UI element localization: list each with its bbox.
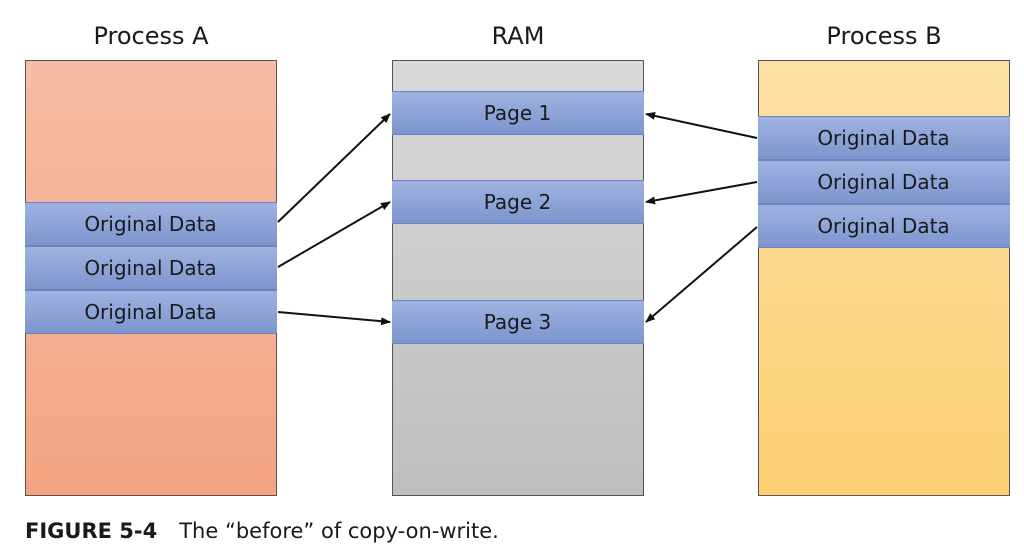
figure-caption-text: The “before” of copy-on-write. (179, 519, 499, 543)
process-a-data-block: Original Data (24, 202, 277, 246)
process-a-header: Process A (93, 22, 209, 50)
process-b-data-block: Original Data (757, 160, 1010, 204)
process-b-data-block: Original Data (757, 116, 1010, 160)
ram-header: RAM (491, 22, 545, 50)
ram-page-block: Page 3 (391, 300, 644, 344)
arrow-a3-to-page3 (277, 311, 391, 326)
ram-page-block: Page 2 (391, 180, 644, 224)
process-b-data-block: Original Data (757, 204, 1010, 248)
process-a-data-block: Original Data (24, 290, 277, 334)
ram-page-block: Page 1 (391, 91, 644, 135)
arrow-a2-to-page2 (277, 201, 391, 268)
process-a-column: Original Data Original Data Original Dat… (24, 60, 277, 496)
process-b-header: Process B (826, 22, 942, 50)
process-b-column: Original Data Original Data Original Dat… (757, 60, 1010, 496)
figure-caption: FIGURE 5-4 The “before” of copy-on-write. (25, 516, 499, 546)
process-a-data-block: Original Data (24, 246, 277, 290)
arrow-b2-to-page2 (645, 181, 758, 205)
arrow-b1-to-page1 (645, 111, 758, 139)
ram-column: Page 1 Page 2 Page 3 (391, 60, 644, 496)
arrow-b3-to-page3 (645, 226, 758, 323)
figure-label: FIGURE 5-4 (25, 519, 158, 543)
arrow-a1-to-page1 (277, 113, 391, 223)
